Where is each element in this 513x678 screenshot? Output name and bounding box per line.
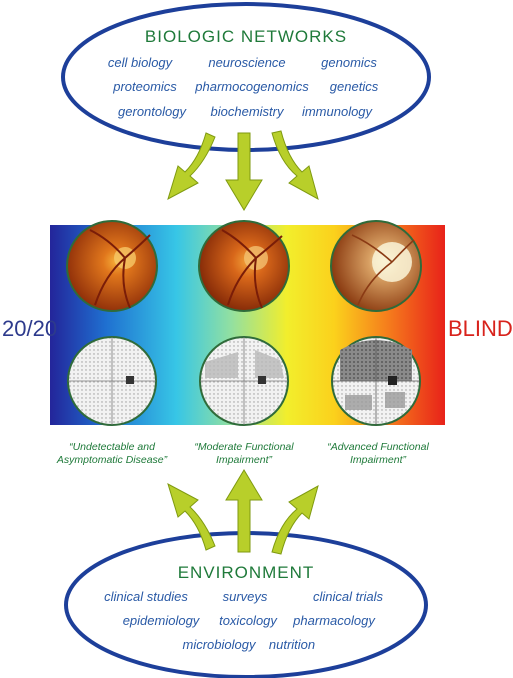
bottom-term-nutrition: nutrition [268, 637, 316, 652]
caption-1-line-1: “Undetectable and [69, 441, 155, 453]
top-term-cell-biology: cell biology [107, 55, 173, 70]
caption-undetectable: “Undetectable and Asymptomatic Disease” [37, 441, 187, 467]
bottom-ellipse [64, 531, 428, 678]
caption-1-line-2: Asymptomatic Disease” [56, 454, 168, 466]
label-20-20: 20/20 [2, 316, 58, 341]
bottom-term-pharmacology: pharmacology [293, 613, 375, 628]
bottom-term-surveys: surveys [222, 589, 268, 604]
top-term-genomics: genomics [321, 55, 377, 70]
caption-2-line-2: Impairment” [215, 454, 272, 466]
arrow-down-center [225, 132, 263, 211]
top-term-genetics: genetics [329, 79, 379, 94]
top-title: BIOLOGIC NETWORKS [144, 27, 348, 46]
visual-field-2 [199, 336, 289, 426]
top-term-proteomics: proteomics [113, 79, 177, 94]
bottom-title: ENVIRONMENT [177, 563, 315, 582]
bottom-term-epidemiology: epidemiology [122, 613, 200, 628]
arrow-up-right [271, 484, 319, 555]
caption-moderate: “Moderate Functional Impairment” [169, 441, 319, 467]
fundus-photo-3 [330, 220, 422, 312]
bottom-term-microbiology: microbiology [182, 637, 256, 652]
fundus-photo-2 [198, 220, 290, 312]
diagram-canvas [50, 2, 445, 678]
arrow-down-left [167, 132, 216, 201]
bottom-term-clinical-studies: clinical studies [104, 589, 188, 604]
caption-advanced: “Advanced Functional Impairment” [303, 441, 453, 467]
caption-2-line-1: “Moderate Functional [194, 441, 294, 453]
top-ellipse [61, 2, 431, 152]
top-term-biochemistry: biochemistry [210, 104, 284, 119]
bottom-term-toxicology: toxicology [219, 613, 277, 628]
caption-3-line-1: “Advanced Functional [327, 441, 429, 453]
top-term-immunology: immunology [301, 104, 373, 119]
arrow-up-center [225, 469, 263, 553]
arrow-down-right [271, 130, 319, 201]
top-term-pharmocogenomics: pharmocogenomics [195, 79, 309, 94]
top-term-gerontology: gerontology [118, 104, 186, 119]
top-term-neuroscience: neuroscience [208, 55, 286, 70]
fundus-photo-1 [66, 220, 158, 312]
label-blind: BLIND [448, 316, 513, 341]
visual-field-1 [67, 336, 157, 426]
arrow-up-left [167, 482, 216, 551]
bottom-term-clinical-trials: clinical trials [312, 589, 384, 604]
visual-field-3 [331, 336, 421, 426]
caption-3-line-2: Impairment” [349, 454, 406, 466]
